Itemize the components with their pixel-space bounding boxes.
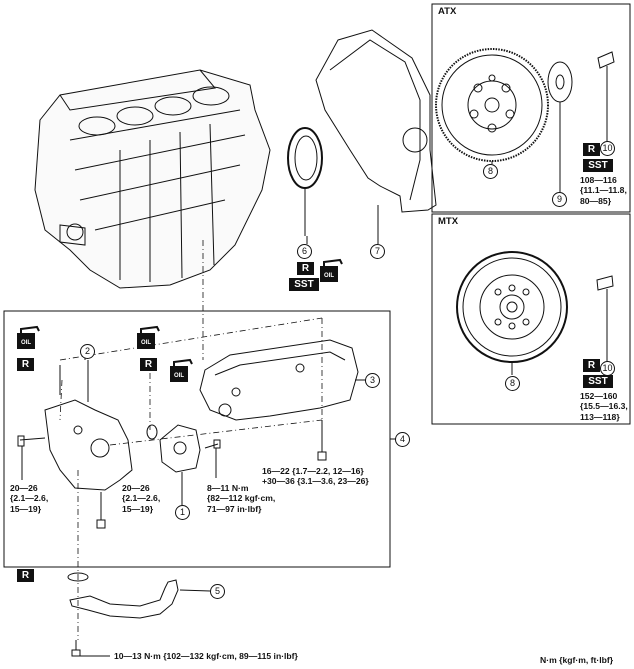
r-badge-pump-bolt: R bbox=[17, 358, 34, 371]
oil-pump-small bbox=[159, 424, 201, 473]
callout-5: 5 bbox=[210, 584, 225, 599]
callout-8-mtx: 8 bbox=[505, 376, 520, 391]
callout-10-atx: 10 bbox=[600, 141, 615, 156]
callout-2: 2 bbox=[80, 344, 95, 359]
svg-text:OIL: OIL bbox=[21, 340, 31, 346]
front-cover bbox=[44, 399, 133, 491]
callout-1: 1 bbox=[175, 505, 190, 520]
torque-pump-left: 20—26 {2.1—2.6, 15—19} bbox=[10, 483, 49, 514]
sst-badge-mtx: SST bbox=[583, 375, 613, 388]
torque-oil-pump: 8—11 N·m {82—112 kgf·cm, 71—97 in·lbf} bbox=[207, 483, 276, 514]
callout-6: 6 bbox=[297, 244, 312, 259]
r-badge-seal: R bbox=[297, 262, 314, 275]
r-badge-strainer-gasket: R bbox=[17, 569, 34, 582]
strainer-bolt bbox=[71, 640, 110, 657]
pump-bolt bbox=[204, 439, 221, 478]
r-badge-mtx: R bbox=[583, 359, 600, 372]
atx-drive-plate bbox=[435, 48, 549, 164]
torque-strainer: 10—13 N·m {102—132 kgf·cm, 89—115 in·lbf… bbox=[114, 651, 298, 661]
torque-mtx: 152—160 {15.5—16.3, 113—118} bbox=[580, 391, 628, 422]
oil-pan-upper bbox=[199, 339, 359, 421]
torque-atx: 108—116 {11.1—11.8, 80—85} bbox=[580, 175, 627, 206]
oil-strainer bbox=[69, 579, 179, 619]
svg-text:OIL: OIL bbox=[174, 373, 184, 379]
side-bolt bbox=[17, 435, 46, 480]
r-badge-seal-ring: R bbox=[140, 358, 157, 371]
atx-bolt bbox=[597, 51, 615, 141]
callout-3: 3 bbox=[365, 373, 380, 388]
callout-8-atx: 8 bbox=[483, 164, 498, 179]
callout-9: 9 bbox=[552, 192, 567, 207]
lower-bolt bbox=[96, 492, 106, 529]
oil-can-icon: OIL bbox=[170, 358, 193, 382]
cylinder-block bbox=[34, 69, 271, 289]
rear-cover bbox=[315, 29, 437, 213]
oil-can-icon: OIL bbox=[17, 325, 40, 349]
oil-can-icon: OIL bbox=[320, 258, 343, 282]
svg-text:OIL: OIL bbox=[141, 340, 151, 346]
callout-7: 7 bbox=[370, 244, 385, 259]
atx-box bbox=[431, 3, 631, 213]
mtx-label: MTX bbox=[438, 216, 459, 227]
pan-bolt bbox=[317, 420, 327, 461]
sst-badge-atx: SST bbox=[583, 159, 613, 172]
mtx-box bbox=[431, 213, 631, 425]
atx-label: ATX bbox=[438, 6, 457, 17]
units-note: N·m {kgf·m, ft·lbf} bbox=[540, 655, 614, 665]
svg-text:OIL: OIL bbox=[324, 273, 334, 279]
mtx-flywheel bbox=[456, 251, 568, 375]
sst-badge-seal: SST bbox=[289, 278, 319, 291]
r-badge-atx: R bbox=[583, 143, 600, 156]
oil-can-icon: OIL bbox=[137, 325, 160, 349]
mtx-bolt bbox=[596, 275, 614, 361]
torque-oil-pan: 16—22 {1.7—2.2, 12—16} +30—36 {3.1—3.6, … bbox=[262, 466, 369, 487]
oil-pump-group-box bbox=[3, 310, 391, 568]
callout-10-mtx: 10 bbox=[600, 361, 615, 376]
callout-4: 4 bbox=[395, 432, 410, 447]
atx-backing-plate bbox=[547, 61, 573, 192]
torque-pump-mid: 20—26 {2.1—2.6, 15—19} bbox=[122, 483, 161, 514]
